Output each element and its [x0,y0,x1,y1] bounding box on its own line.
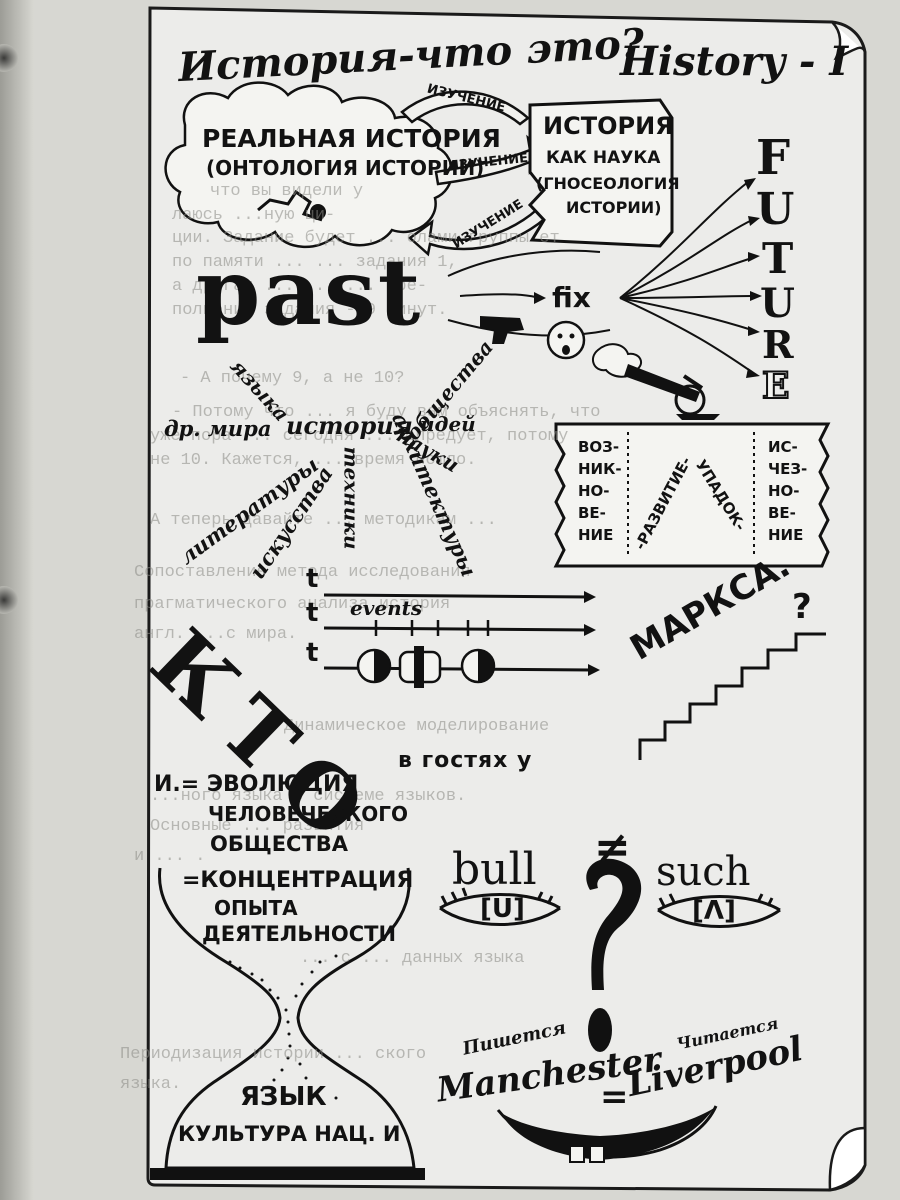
time-label-3: t [306,638,319,668]
page-curl-bottom [828,1126,867,1192]
bg-typed-line: уже пора ... сегодня ... спредует, потом… [150,427,569,446]
bg-typed-line: Периодизация истории ... ского [120,1045,427,1064]
history-center: история [286,411,413,440]
mouth-right [657,893,781,928]
in-guests-label: в гостях у [398,748,533,773]
word-such: such [656,849,751,895]
bg-typed-line: - Потому что ... я буду вам объяснять, ч… [172,403,601,422]
study-arrow-bottom [408,196,560,257]
tongue-question-icon [586,858,642,990]
science-line-1: ИСТОРИЯ [543,112,674,140]
marx-stairs [638,632,826,760]
hourglass-line-1: И.= ЭВОЛЮЦИЯ [154,772,359,797]
history-branch: техники [339,446,364,550]
hourglass-line-3: ОБЩЕСТВА [210,832,349,856]
science-line-2: КАК НАУКА [546,148,661,168]
hourglass-language: ЯЗЫК [240,1082,327,1112]
bg-typed-line: Динамическое моделирование [284,717,550,736]
bg-typed-line: по памяти ... ... задания 1, [172,253,458,272]
bg-typed-line: Сопоставление метода исследования [134,563,471,582]
life-cycle-box [553,422,831,568]
hourglass-line-4: =КОНЦЕНТРАЦИЯ [182,868,414,893]
disappearance-syllable: ИС- [768,438,798,456]
binder-hole [0,44,18,72]
future-letter: T [762,234,794,283]
future-letter: R [762,322,794,367]
question-mark: ? [792,587,812,627]
time-label-1: t [306,564,319,594]
reality-cloud [164,81,454,249]
bg-typed-line: ... с ... данных языка [300,949,525,968]
word-fix: fix [552,281,591,314]
page-curl-top [831,21,867,61]
science-line-4: ИСТОРИИ) [566,198,662,217]
title-english: History - I [620,38,849,85]
bg-typed-line: полнение задания - 9 минут. [172,301,448,320]
cloud-line-1: РЕАЛЬНАЯ ИСТОРИЯ [202,124,501,153]
bg-typed-line: ...ного языка в системе языков. [150,787,467,806]
future-arrowheads [534,178,762,378]
bg-typed-line: лаюсь ...ную ци- [172,206,336,225]
history-branch: идей [420,412,476,436]
science-line-3: (ГНОСЕОЛОГИЯ [536,174,680,193]
future-letter: F [756,130,791,186]
mouth-left [439,887,561,926]
time-label-2: t [306,598,319,628]
equals-sign: = [600,1077,629,1117]
cloud-scribble [257,189,323,222]
future-letter: U [756,184,795,235]
future-letter: E [761,365,790,407]
bg-typed-line: и ... . [134,847,206,866]
hourglass-line-6: ДЕЯТЕЛЬНОСТИ [202,922,397,946]
hourglass-line-5: ОПЫТА [214,896,298,920]
ipa-wedge: [Λ] [692,896,736,926]
emergence-syllable: ВОЗ- [578,438,620,456]
emergence-syllable: ВЕ- [578,504,606,522]
events-label: events [350,596,423,620]
bg-typed-line: ции. Задание будет ... олами группы ет [172,229,560,248]
hourglass-culture: КУЛЬТУРА НАЦ. И [178,1122,401,1146]
emergence-syllable: НИК- [578,460,622,478]
sketch-page [146,6,867,1192]
hourglass-line-2: ЧЕЛОВЕЧЕСКОГО [208,802,408,826]
word-bull: bull [452,844,537,895]
hourglass-base [150,1168,425,1180]
bg-typed-line: прагматического анализа история [134,595,451,614]
bg-typed-line: - А почему 9, а не 10? [180,369,405,388]
bg-typed-line: не 10. Кажется, ... время пошло. [150,451,477,470]
disappearance-syllable: ВЕ- [768,504,796,522]
ipa-u: [U] [480,894,525,924]
event-ticks [374,620,490,636]
not-equal-sign: ≠ [594,822,631,873]
future-letter: U [760,280,795,327]
cannon-icon [591,343,720,420]
hourglass-sand [228,954,338,1100]
question-dot [588,1008,612,1052]
binder-hole [0,586,18,614]
cloud-line-2: (ОНТОЛОГИЯ ИСТОРИИ) [206,156,485,180]
bg-typed-line: А теперь давайте ... методикам ... [150,511,497,530]
pistol-icon [480,316,524,344]
emergence-syllable: НИЕ [578,526,614,544]
disappearance-syllable: НО- [768,482,800,500]
word-past: past [196,238,423,346]
disappearance-syllable: НИЕ [768,526,804,544]
event-blobs [356,646,496,688]
bg-typed-line: англ. ...с мира. [134,625,298,644]
bg-typed-line: языка. [120,1075,182,1094]
disappearance-syllable: ЧЕЗ- [768,460,808,478]
future-rays [447,181,753,373]
bg-typed-line: а другая ... ... ... вре- [172,277,428,296]
science-box [527,98,674,248]
head-icon [546,320,586,360]
history-branch: др. мира [164,416,272,441]
emergence-syllable: НО- [578,482,610,500]
bg-typed-line: что вы видели у [210,182,364,201]
bg-typed-line: Основные ... развития [150,817,365,836]
study-arrow-top [400,90,530,126]
cloud-figure [310,204,326,220]
